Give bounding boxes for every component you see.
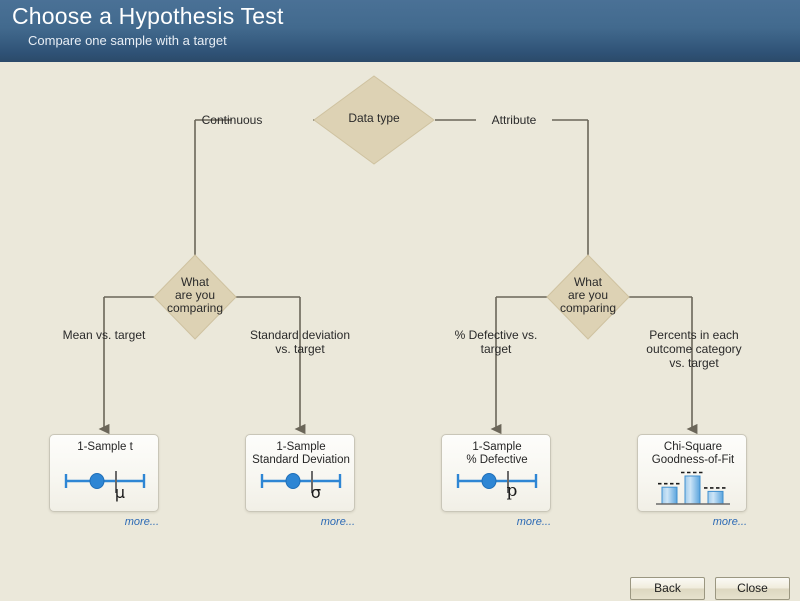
interval-plot-icon	[260, 471, 342, 493]
parameter-symbol: μ	[114, 483, 126, 502]
result-card-1-sample-standard-deviation[interactable]: 1-Sample Standard Deviation σ	[245, 434, 355, 512]
branch-label-stdev-vs-target: Standard deviation vs. target	[249, 328, 351, 356]
parameter-symbol: p	[506, 481, 518, 501]
more-link-1-sample-pct-defective[interactable]: more...	[516, 516, 551, 528]
back-button[interactable]: Back	[630, 577, 705, 600]
interval-plot-icon	[64, 471, 146, 493]
branch-label-continuous: Continuous	[201, 113, 263, 127]
more-link-1-sample-t[interactable]: more...	[124, 516, 159, 528]
branch-label-pct-defective-vs-target: % Defective vs. target	[454, 328, 538, 356]
result-card-chi-square-goodness-of-fit[interactable]: Chi-Square Goodness-of-Fit	[637, 434, 747, 512]
more-link-chi-square-goodness-of-fit[interactable]: more...	[712, 516, 747, 528]
result-card-title: 1-Sample % Defective	[466, 441, 528, 466]
result-card-title: Chi-Square Goodness-of-Fit	[651, 441, 735, 466]
branch-label-attribute: Attribute	[491, 113, 537, 127]
page-title: Choose a Hypothesis Test	[12, 3, 284, 29]
result-card-title: 1-Sample t	[77, 441, 133, 453]
window-header: Choose a Hypothesis Test Compare one sam…	[0, 0, 800, 62]
result-card-1-sample-pct-defective[interactable]: 1-Sample % Defective p	[441, 434, 551, 512]
more-link-1-sample-standard-deviation[interactable]: more...	[320, 516, 355, 528]
result-card-1-sample-t[interactable]: 1-Sample t μ	[49, 434, 159, 512]
decision-tree-canvas: Data type What are you comparing What ar…	[0, 62, 800, 601]
close-button[interactable]: Close	[715, 577, 790, 600]
parameter-symbol: σ	[310, 483, 322, 502]
page-subtitle: Compare one sample with a target	[28, 33, 227, 48]
branch-label-mean-vs-target: Mean vs. target	[62, 328, 146, 342]
flow-connectors	[98, 75, 698, 435]
decision-diamond-root	[313, 75, 435, 165]
result-card-title: 1-Sample Standard Deviation	[252, 441, 350, 466]
decision-diamond-right	[546, 254, 630, 340]
interval-plot-icon	[456, 471, 538, 493]
branch-label-percents-category-vs-target: Percents in each outcome category vs. ta…	[646, 328, 742, 370]
decision-diamond-left	[153, 254, 237, 340]
bar-chart-icon	[656, 471, 730, 505]
